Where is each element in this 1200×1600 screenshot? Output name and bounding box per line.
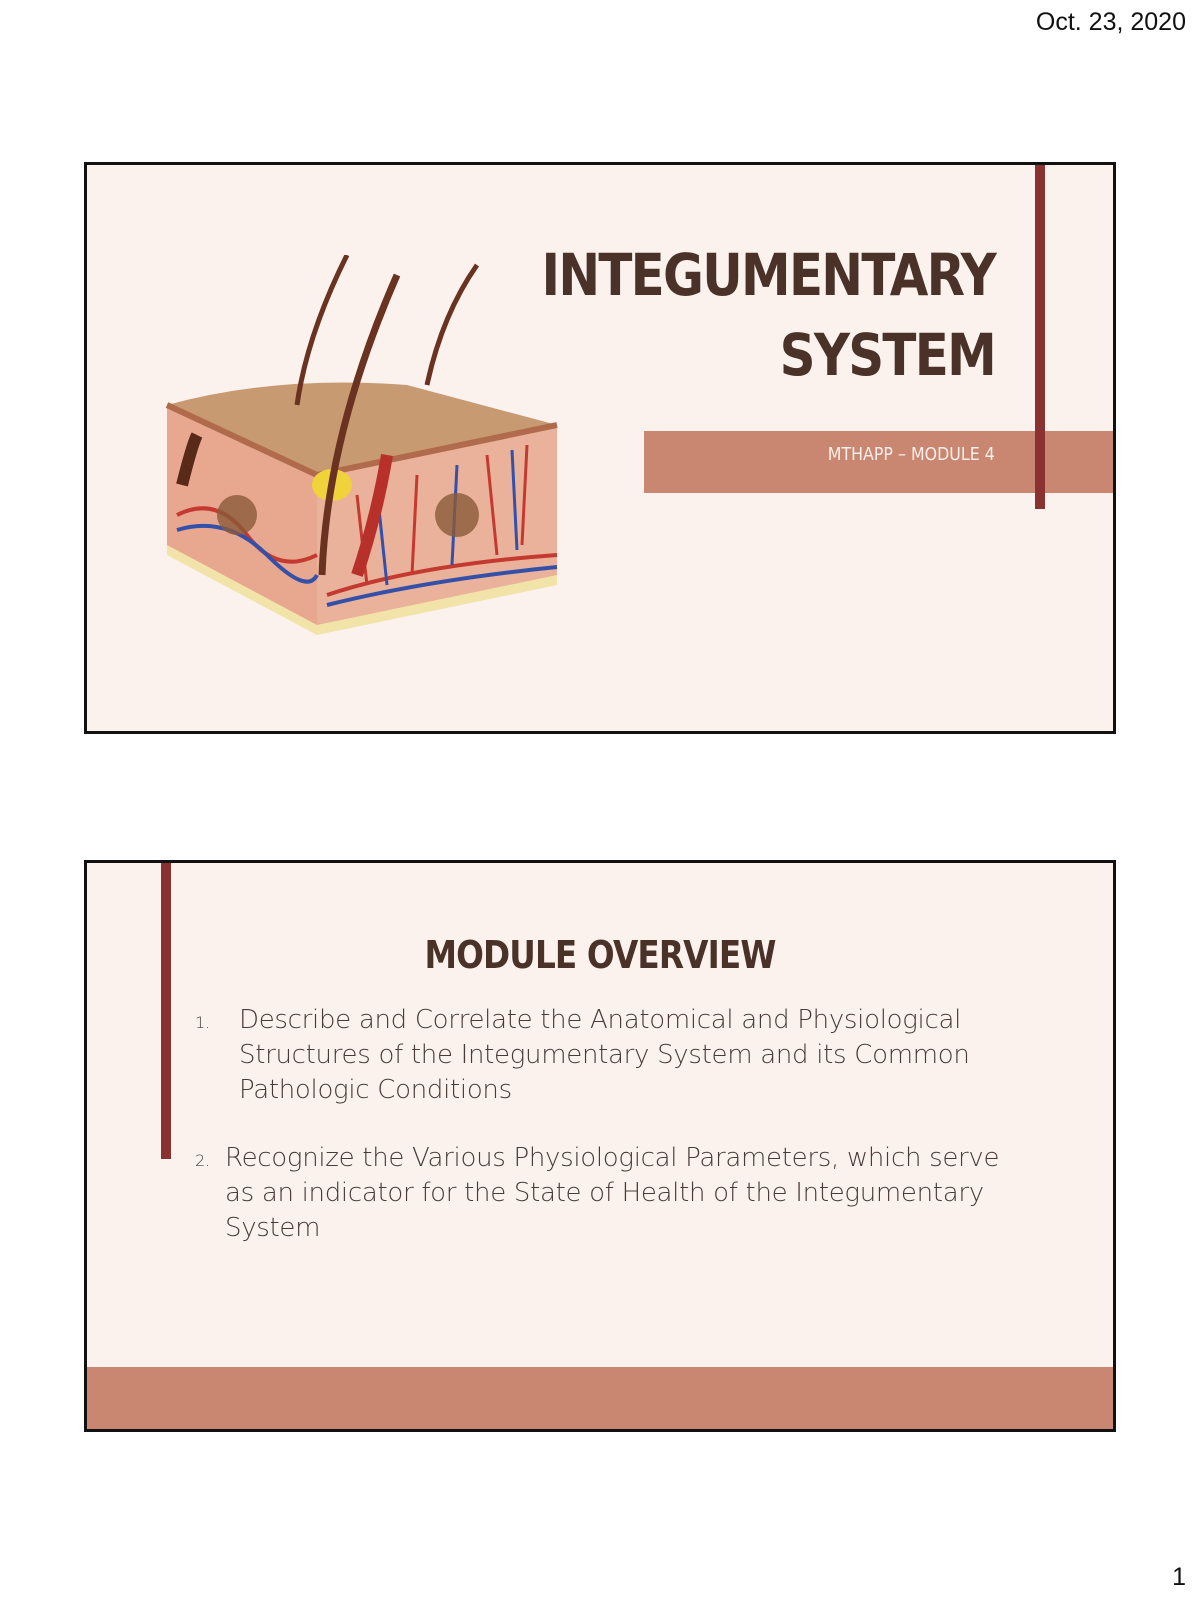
overview-heading: MODULE OVERVIEW (424, 933, 776, 977)
print-date: Oct. 23, 2020 (1035, 8, 1186, 36)
accent-bar (161, 863, 171, 1159)
objective-item: 2. Recognize the Various Physiological P… (195, 1141, 1025, 1246)
accent-bar (1035, 165, 1045, 509)
objective-item: 1. Describe and Correlate the Anatomical… (195, 1003, 1019, 1108)
page-number: 1 (1172, 1563, 1186, 1591)
objective-text: Recognize the Various Physiological Para… (225, 1143, 1000, 1243)
objective-number: 1. (195, 1013, 210, 1032)
slide-module-overview: MODULE OVERVIEW 1. Describe and Correlat… (84, 860, 1116, 1432)
subtitle-band (644, 431, 1113, 493)
objective-number: 2. (195, 1151, 210, 1170)
slide-title-heading: INTEGUMENTARY SYSTEM (541, 241, 996, 389)
skin-cross-section-illustration (165, 255, 558, 635)
slide-subtitle: MTHAPP – MODULE 4 (827, 444, 995, 465)
bottom-band (87, 1367, 1113, 1429)
objective-text: Describe and Correlate the Anatomical an… (239, 1005, 970, 1105)
slide-title: INTEGUMENTARY SYSTEM MTHAPP – MODULE 4 (84, 162, 1116, 734)
